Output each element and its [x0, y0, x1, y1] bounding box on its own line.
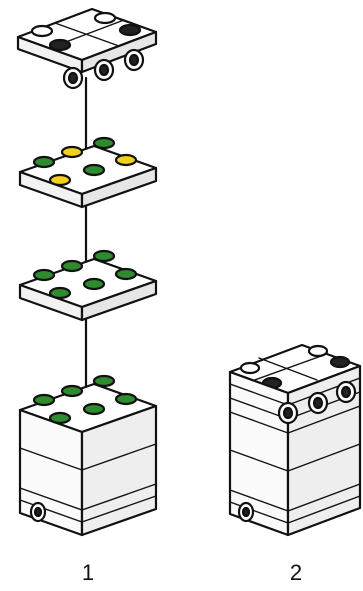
stud	[32, 136, 138, 187]
plate-green	[18, 249, 158, 322]
step-number-1: 1	[81, 560, 95, 585]
plate-green-yellow	[18, 136, 158, 209]
step-number-2: 2	[289, 560, 303, 585]
technic-hole	[29, 501, 47, 523]
stud	[32, 249, 138, 300]
technic-hole	[237, 380, 357, 523]
stud	[32, 374, 138, 425]
base-brick	[18, 374, 158, 537]
assembled-model	[228, 343, 362, 537]
technic-hole	[62, 48, 145, 90]
top-plate-brick	[16, 7, 158, 90]
stud	[30, 11, 142, 52]
